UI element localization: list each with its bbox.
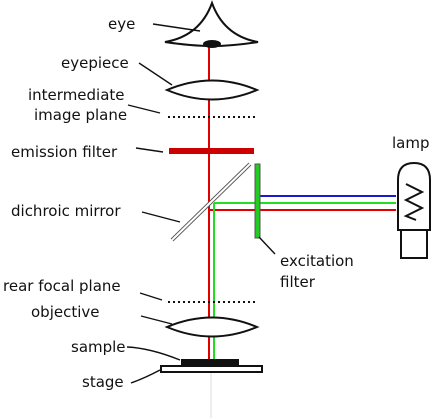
stage-leader-line [130,369,161,384]
objective-leader-line [140,315,173,325]
sample-leader-line [126,346,181,361]
emission-filter [169,148,254,154]
eyepiece-label: eyepiece [61,54,129,72]
eyepiece-leader-line [138,62,173,86]
eyepiece-lens [164,79,260,101]
excitation-filter-leader-line [258,236,276,255]
objective-lens [164,316,260,338]
dichroic-mirror-leader-line [141,211,181,223]
eye-label: eye [108,15,135,33]
eye-pupil [203,40,221,48]
excitation-filter [254,163,261,239]
sample [181,359,239,366]
stage [160,365,263,373]
stage-label: stage [82,373,124,391]
dichroic-mirror [171,163,251,241]
lamp-base [400,229,428,259]
excitation-label-line2: filter [280,273,316,291]
objective-label: objective [31,303,100,321]
eye-leader-line [152,23,201,32]
rear-focal-plane-leader-line [139,292,163,301]
emission-filter-label: emission filter [11,143,118,161]
emission-filter-leader-line [135,147,164,153]
dichroic-mirror-label: dichroic mirror [11,202,121,220]
lamp-label: lamp [392,134,430,152]
sample-label: sample [71,338,126,356]
eye-shape [164,0,259,48]
rear-focal-plane-label: rear focal plane [3,277,121,295]
excitation-label-line1: excitation [280,252,354,270]
intermediate-plane-leader-line [127,104,161,114]
intermediate-label-line2: image plane [34,106,127,124]
lamp-filament [403,183,425,221]
intermediate-label-line1: intermediate [28,86,125,104]
